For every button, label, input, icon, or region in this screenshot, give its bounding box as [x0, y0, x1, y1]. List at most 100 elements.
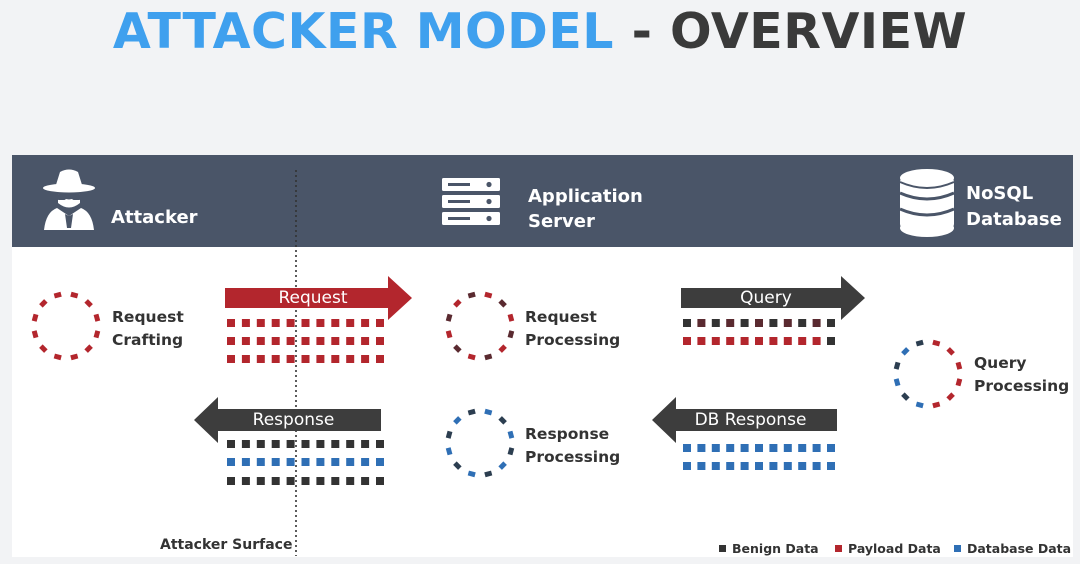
data-square [227, 440, 235, 448]
data-square [301, 319, 310, 327]
data-square [726, 462, 735, 470]
data-square [769, 444, 778, 452]
data-square [256, 458, 265, 466]
data-square [361, 355, 370, 363]
data-square [241, 458, 250, 466]
title-main: ATTACKER MODEL [112, 3, 615, 60]
data-square [827, 462, 835, 470]
ring-dash [84, 344, 93, 353]
data-square [301, 458, 310, 466]
data-square [286, 458, 295, 466]
data-square [227, 355, 235, 363]
data-square [683, 444, 691, 452]
ring-dash [445, 330, 453, 339]
data-square [740, 462, 749, 470]
data-square [271, 319, 280, 327]
legend-database-label: Database Data [967, 540, 1072, 556]
ring-dash [484, 291, 493, 299]
data-square [827, 337, 835, 345]
ring-dash [39, 344, 48, 353]
ring-dash [467, 408, 476, 416]
ring-dash [453, 299, 462, 308]
query-arrow [681, 276, 865, 320]
data-square [798, 444, 807, 452]
request-arrow [225, 276, 412, 320]
data-square [227, 458, 235, 466]
data-square [301, 477, 310, 485]
data-square [286, 477, 295, 485]
data-square [316, 458, 325, 466]
data-square [683, 462, 691, 470]
data-square [331, 337, 340, 345]
data-square [316, 337, 325, 345]
data-squares [227, 319, 835, 485]
data-square [256, 477, 265, 485]
ring-dash [53, 353, 62, 361]
db-label-line1: NoSQL [966, 183, 1034, 204]
server-label-line1: Application [528, 186, 643, 207]
ring-dash [31, 330, 39, 339]
data-square [256, 355, 265, 363]
response-processing-label-1: Response [525, 425, 610, 443]
ring-dash [901, 347, 910, 356]
header-band [12, 155, 1073, 247]
ring-dash [932, 339, 941, 347]
request-processing-label-1: Request [525, 308, 597, 326]
data-square [755, 444, 763, 452]
benign-swatch [719, 544, 726, 552]
query-processing-label-2: Processing [974, 377, 1070, 395]
attacker-surface-label: Attacker Surface [160, 537, 293, 553]
data-square [361, 337, 370, 345]
response-arrow [194, 397, 381, 443]
legend-payload-label: Payload Data [848, 540, 941, 556]
data-square [227, 337, 235, 345]
data-square [711, 462, 720, 470]
data-square [697, 319, 706, 327]
db-response-row-2 [683, 462, 835, 470]
data-square [331, 477, 340, 485]
data-square [769, 319, 778, 327]
ring-dash [484, 353, 493, 361]
data-square [301, 337, 310, 345]
ring-dash [915, 339, 924, 347]
request-arrow-label: Request [278, 288, 348, 308]
query-processing-ring [893, 339, 963, 409]
server-label-line2: Server [528, 211, 595, 232]
data-square [241, 337, 250, 345]
data-square [376, 477, 384, 485]
request-processing-label-2: Processing [525, 331, 621, 349]
data-square [812, 444, 821, 452]
data-square [740, 319, 749, 327]
request-crafting-ring [31, 291, 101, 361]
data-square [711, 337, 720, 345]
data-square [827, 444, 835, 452]
data-square [241, 477, 250, 485]
data-square [827, 319, 835, 327]
data-square [812, 337, 821, 345]
data-square [798, 462, 807, 470]
data-square [316, 477, 325, 485]
db-response-row-1 [683, 444, 835, 452]
ring-dash [498, 461, 507, 470]
ring-dash [507, 330, 515, 339]
data-square [361, 477, 370, 485]
data-square [286, 319, 295, 327]
ring-dash [70, 353, 79, 361]
data-square [286, 337, 295, 345]
ring-dash [901, 392, 910, 401]
ring-dash [893, 361, 901, 370]
data-square [726, 337, 735, 345]
data-square [227, 477, 235, 485]
db-response-arrow-label: DB Response [694, 410, 807, 430]
data-square [271, 337, 280, 345]
data-square [346, 440, 355, 448]
data-square [376, 337, 384, 345]
ring-dash [39, 299, 48, 308]
arrows [194, 276, 865, 443]
spy-icon [43, 169, 95, 230]
data-square [769, 337, 778, 345]
data-square [783, 319, 792, 327]
data-square [346, 355, 355, 363]
data-square [697, 462, 706, 470]
